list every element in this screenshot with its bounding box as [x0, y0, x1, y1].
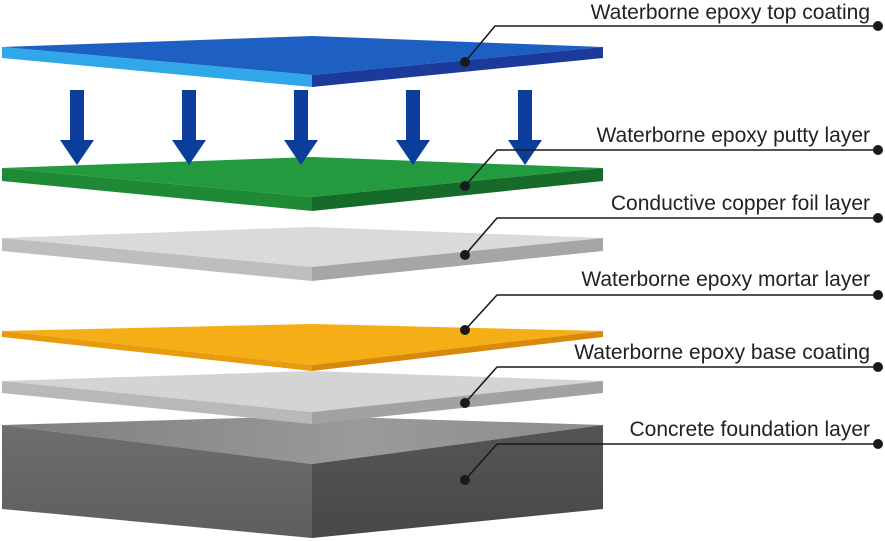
leader-copper-foil: [464, 217, 878, 256]
mortar-front-face: [2, 331, 312, 371]
label-concrete: Concrete foundation layer: [630, 418, 871, 441]
concrete-side-face: [312, 425, 603, 538]
mortar-side-face: [312, 331, 603, 371]
leader-dot: [460, 475, 470, 485]
base-top-face: [2, 371, 603, 412]
top-coating-top-face: [2, 36, 603, 75]
arrow-down-icon: [508, 90, 542, 165]
top-coating-side-face: [312, 47, 603, 87]
label-copper-foil: Conductive copper foil layer: [611, 192, 870, 215]
leader-dot: [873, 439, 883, 449]
label-mortar: Waterborne epoxy mortar layer: [581, 268, 870, 291]
putty-side-face: [312, 168, 603, 211]
label-top-coating: Waterborne epoxy top coating: [591, 1, 870, 24]
leader-concrete: [464, 443, 878, 481]
leader-dot: [460, 325, 470, 335]
layer-mortar: [2, 324, 603, 371]
putty-top-face: [2, 157, 603, 197]
leader-dot: [873, 362, 883, 372]
leader-base-coating: [464, 366, 878, 404]
concrete-top-face: [2, 416, 603, 464]
base-front-face: [2, 381, 312, 424]
leader-dots: [460, 21, 883, 485]
layer-top-coating: [2, 36, 603, 87]
leader-dot: [460, 181, 470, 191]
mortar-top-face: [2, 324, 603, 365]
leader-dot: [873, 290, 883, 300]
base-side-face: [312, 381, 603, 424]
leader-mortar: [464, 294, 878, 331]
leader-top-coating: [464, 25, 878, 63]
copper-top-face: [2, 227, 603, 267]
leader-lines: [464, 25, 878, 481]
label-base-coating: Waterborne epoxy base coating: [574, 341, 870, 364]
putty-front-face: [2, 168, 312, 211]
leader-dot: [460, 57, 470, 67]
copper-front-face: [2, 238, 312, 281]
label-putty: Waterborne epoxy putty layer: [596, 124, 870, 147]
layer-putty: [2, 157, 603, 211]
leader-dot: [873, 145, 883, 155]
arrow-down-icon: [172, 90, 206, 165]
top-coating-front-face: [2, 47, 312, 87]
leader-dot: [873, 213, 883, 223]
copper-side-face: [312, 238, 603, 281]
leader-putty: [464, 149, 878, 187]
arrow-down-icon: [284, 90, 318, 165]
leader-dot: [460, 250, 470, 260]
concrete-front-face: [2, 425, 312, 538]
arrow-down-icon: [396, 90, 430, 165]
layer-base-coating: [2, 371, 603, 424]
leader-dot: [873, 21, 883, 31]
arrow-down-icon: [60, 90, 94, 165]
layer-concrete: [2, 416, 603, 538]
press-arrows: [60, 90, 542, 165]
layer-copper-foil: [2, 227, 603, 281]
leader-dot: [460, 398, 470, 408]
layer-labels: Waterborne epoxy top coating Waterborne …: [574, 1, 870, 441]
